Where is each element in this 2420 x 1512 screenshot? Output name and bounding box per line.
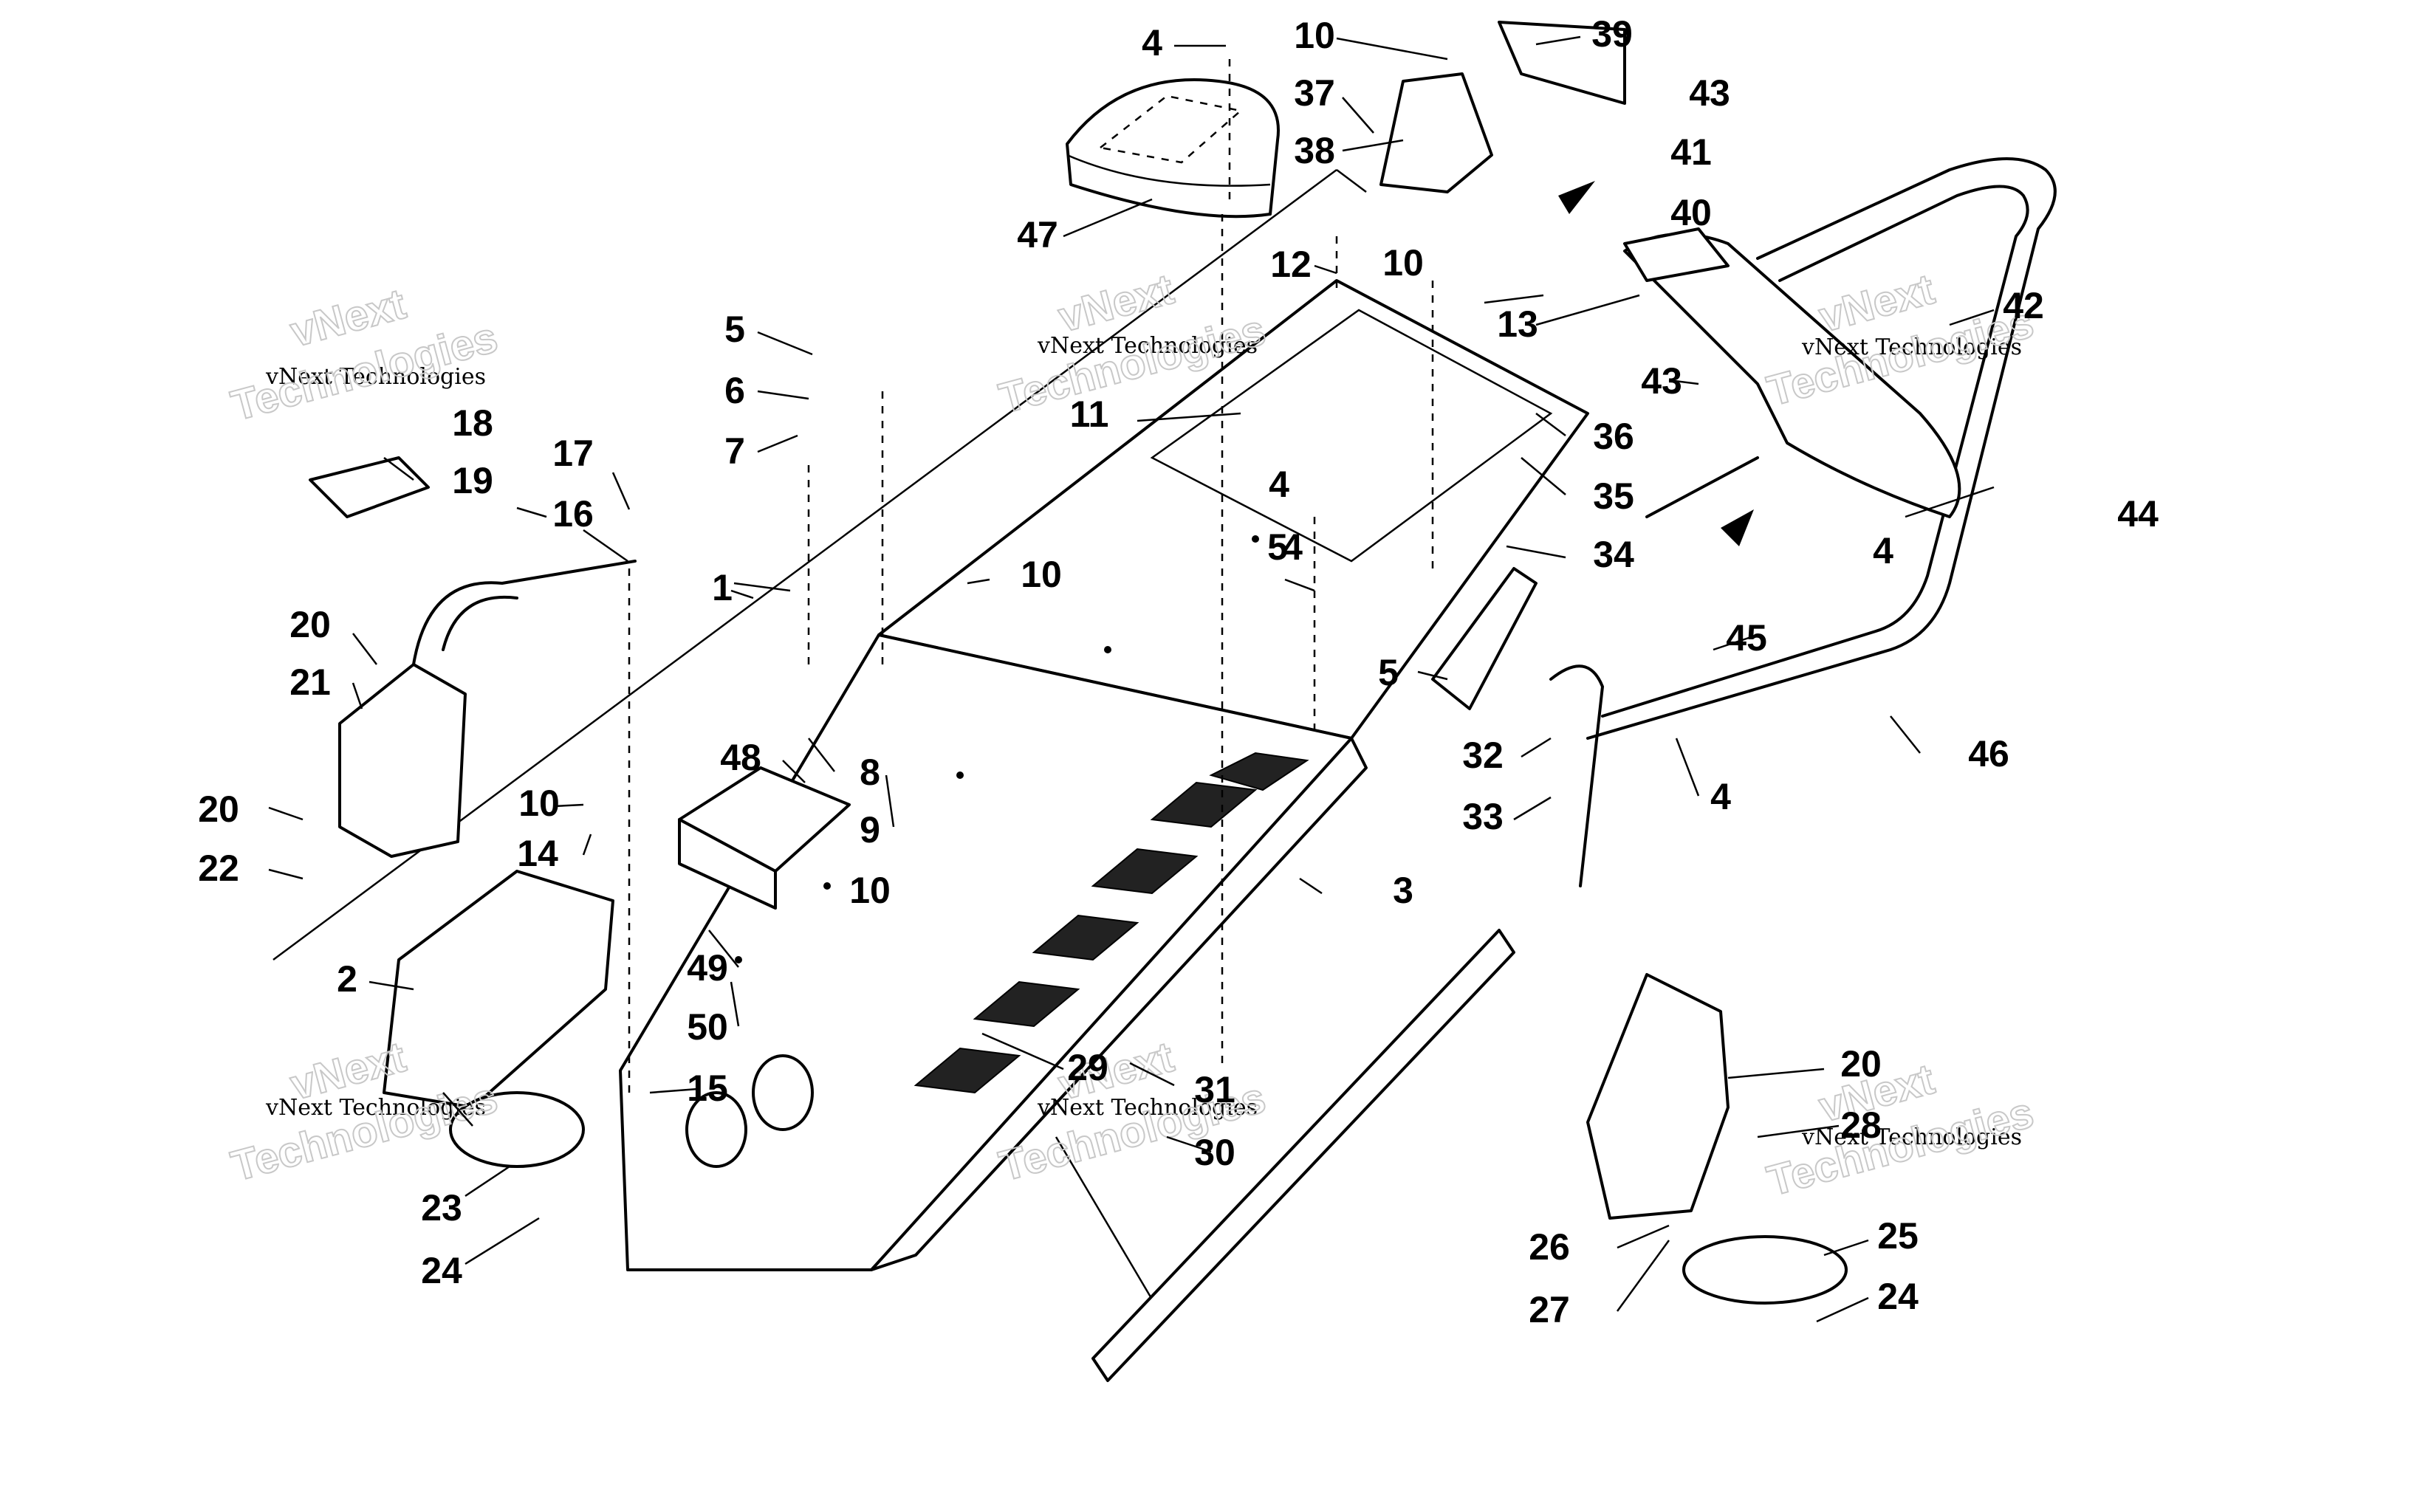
callout-23: 23 — [421, 1187, 462, 1228]
callout-18: 18 — [452, 402, 493, 444]
running-board — [1091, 929, 1515, 1382]
callout-44: 44 — [2117, 493, 2159, 535]
callout-4d: 4 — [1710, 776, 1731, 817]
callout-35: 35 — [1593, 475, 1634, 517]
callout-4e: 4 — [1282, 526, 1303, 568]
tail-light — [1379, 21, 1626, 193]
callout-36: 36 — [1593, 416, 1634, 457]
callout-42: 42 — [2003, 285, 2044, 326]
leader-lines — [268, 35, 1995, 1323]
callout-32: 32 — [1462, 735, 1504, 776]
callout-22: 22 — [198, 848, 239, 889]
callout-45: 45 — [1726, 617, 1767, 659]
callout-5a: 5 — [724, 309, 745, 350]
callout-10d: 10 — [518, 783, 560, 824]
callout-12: 12 — [1270, 244, 1312, 285]
callout-43a: 43 — [1689, 72, 1730, 114]
callout-10c: 10 — [1021, 554, 1062, 595]
ecu-module — [678, 766, 851, 910]
callout-28: 28 — [1840, 1104, 1882, 1146]
callout-19: 19 — [452, 460, 493, 501]
callout-46: 46 — [1968, 733, 2009, 774]
callout-11: 11 — [1070, 394, 1109, 435]
callout-24b: 24 — [1877, 1276, 1919, 1317]
callout-29: 29 — [1067, 1047, 1108, 1088]
svg-text:vNext: vNext — [1054, 265, 1179, 342]
rear-flap — [1623, 227, 1961, 518]
callout-25: 25 — [1877, 1215, 1919, 1257]
svg-text:vNext Technologies: vNext Technologies — [1037, 333, 1258, 359]
callout-10b: 10 — [1382, 242, 1424, 284]
callout-14: 14 — [517, 833, 558, 874]
callout-4b: 4 — [1269, 464, 1289, 505]
callout-49: 49 — [687, 947, 728, 989]
fastener-guides — [628, 59, 1434, 1093]
callout-2: 2 — [337, 958, 357, 1000]
callout-21: 21 — [289, 662, 331, 703]
svg-text:vNext Technologies: vNext Technologies — [1037, 1095, 1258, 1121]
callout-15: 15 — [687, 1068, 728, 1109]
callout-27: 27 — [1529, 1289, 1570, 1330]
left-bracket — [383, 870, 614, 1168]
callout-5c: 5 — [1378, 652, 1399, 693]
callout-13: 13 — [1497, 303, 1538, 345]
callout-47: 47 — [1017, 214, 1058, 255]
svg-text:vNext Technologies: vNext Technologies — [1801, 334, 2022, 360]
callout-20a: 20 — [289, 604, 331, 645]
callout-labels: 1 2 3 4 4 4 4 4 5 5 5 6 7 8 9 10 10 10 1… — [198, 13, 2159, 1330]
rail-cutouts — [914, 752, 1309, 1094]
callout-8: 8 — [860, 752, 880, 793]
callout-38: 38 — [1294, 130, 1335, 171]
callout-16: 16 — [552, 493, 594, 535]
seat-part — [1066, 78, 1280, 219]
rear-bumper — [1586, 157, 2057, 740]
callout-26: 26 — [1529, 1226, 1570, 1268]
callout-10a: 10 — [1294, 15, 1335, 56]
callout-4c: 4 — [1873, 530, 1893, 571]
svg-text:vNext Technologies: vNext Technologies — [265, 364, 486, 390]
callout-10e: 10 — [849, 870, 891, 911]
callout-24a: 24 — [421, 1250, 462, 1291]
arrow-markers — [1558, 181, 1754, 546]
callout-33: 33 — [1462, 796, 1504, 837]
callout-6: 6 — [724, 370, 745, 411]
callout-4a: 4 — [1142, 22, 1162, 63]
callout-34: 34 — [1593, 534, 1634, 575]
callout-1: 1 — [712, 567, 733, 608]
callout-37: 37 — [1294, 72, 1335, 114]
callout-43b: 43 — [1641, 360, 1682, 402]
callout-40: 40 — [1670, 192, 1712, 233]
svg-text:vNext Technologies: vNext Technologies — [1801, 1124, 2022, 1150]
callout-7: 7 — [724, 430, 745, 472]
right-footrest — [1586, 973, 1848, 1305]
callout-31: 31 — [1194, 1069, 1235, 1110]
callout-41: 41 — [1670, 131, 1712, 173]
callout-48: 48 — [720, 737, 761, 778]
callout-5b: 5 — [1267, 526, 1288, 568]
callout-3: 3 — [1393, 870, 1413, 911]
callout-9: 9 — [860, 809, 880, 850]
callout-30: 30 — [1194, 1132, 1235, 1173]
callout-50: 50 — [687, 1006, 728, 1048]
callout-20b: 20 — [198, 788, 239, 830]
callout-17: 17 — [552, 433, 594, 474]
callout-20c: 20 — [1840, 1043, 1882, 1085]
callout-39: 39 — [1591, 13, 1633, 55]
front-plate — [309, 456, 637, 858]
side-brace — [1431, 567, 1604, 887]
